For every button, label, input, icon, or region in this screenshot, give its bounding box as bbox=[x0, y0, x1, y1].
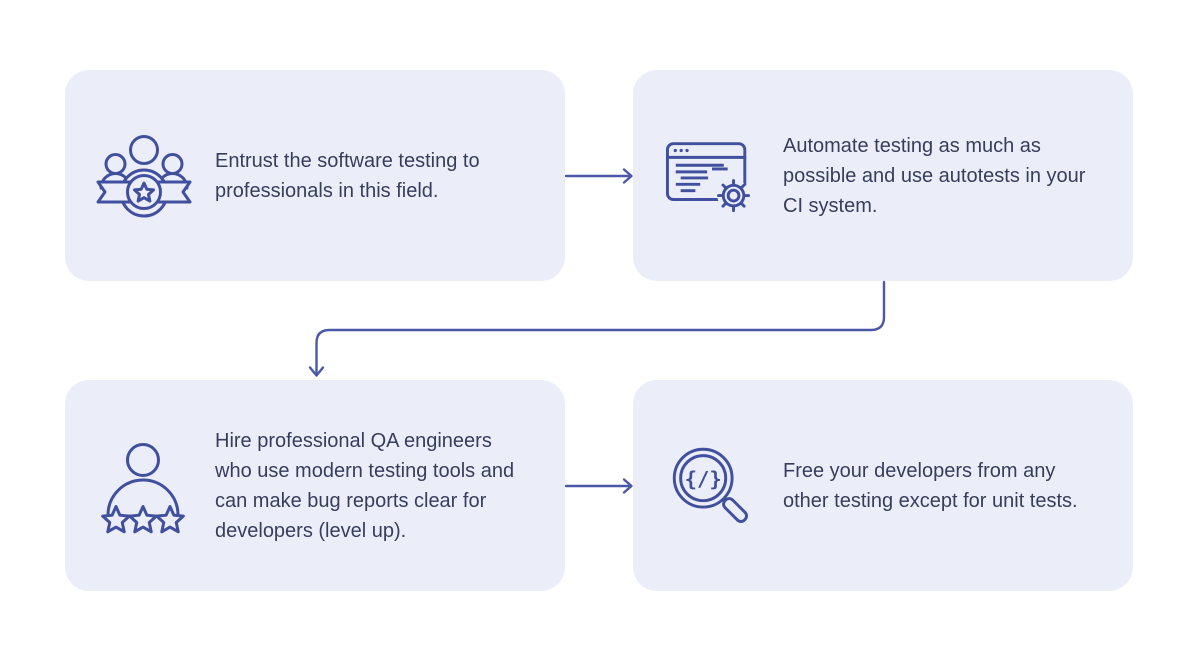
code-magnifier-icon-svg: {/} bbox=[672, 447, 749, 523]
browser-gear-icon-svg bbox=[665, 141, 750, 212]
qa-engineer-stars-icon-svg bbox=[97, 442, 191, 537]
team-badge-icon-svg bbox=[96, 134, 192, 217]
code-magnifier-icon: {/} bbox=[659, 439, 765, 533]
step-card-1: Entrust the software testing to professi… bbox=[65, 70, 565, 281]
connector-step2-step3 bbox=[308, 280, 886, 377]
step-text-3: Hire professional QA engineers who use m… bbox=[215, 429, 515, 542]
magnifier-code-glyph: {/} bbox=[685, 467, 722, 491]
step-card-3: Hire professional QA engineers who use m… bbox=[65, 380, 565, 591]
team-badge-icon bbox=[91, 131, 197, 221]
step-card-2: Automate testing as much as possible and… bbox=[633, 70, 1133, 281]
qa-engineer-stars-icon bbox=[91, 435, 197, 537]
connector-step1-step2 bbox=[564, 168, 633, 184]
connector-step3-step4 bbox=[564, 478, 633, 494]
step-text-4: Free your developers from any other test… bbox=[783, 459, 1078, 512]
step-card-4: {/} Free your developers from any other … bbox=[633, 380, 1133, 591]
step-text-2: Automate testing as much as possible and… bbox=[783, 134, 1086, 217]
step-text-1: Entrust the software testing to professi… bbox=[215, 149, 480, 202]
browser-gear-icon bbox=[659, 136, 765, 216]
